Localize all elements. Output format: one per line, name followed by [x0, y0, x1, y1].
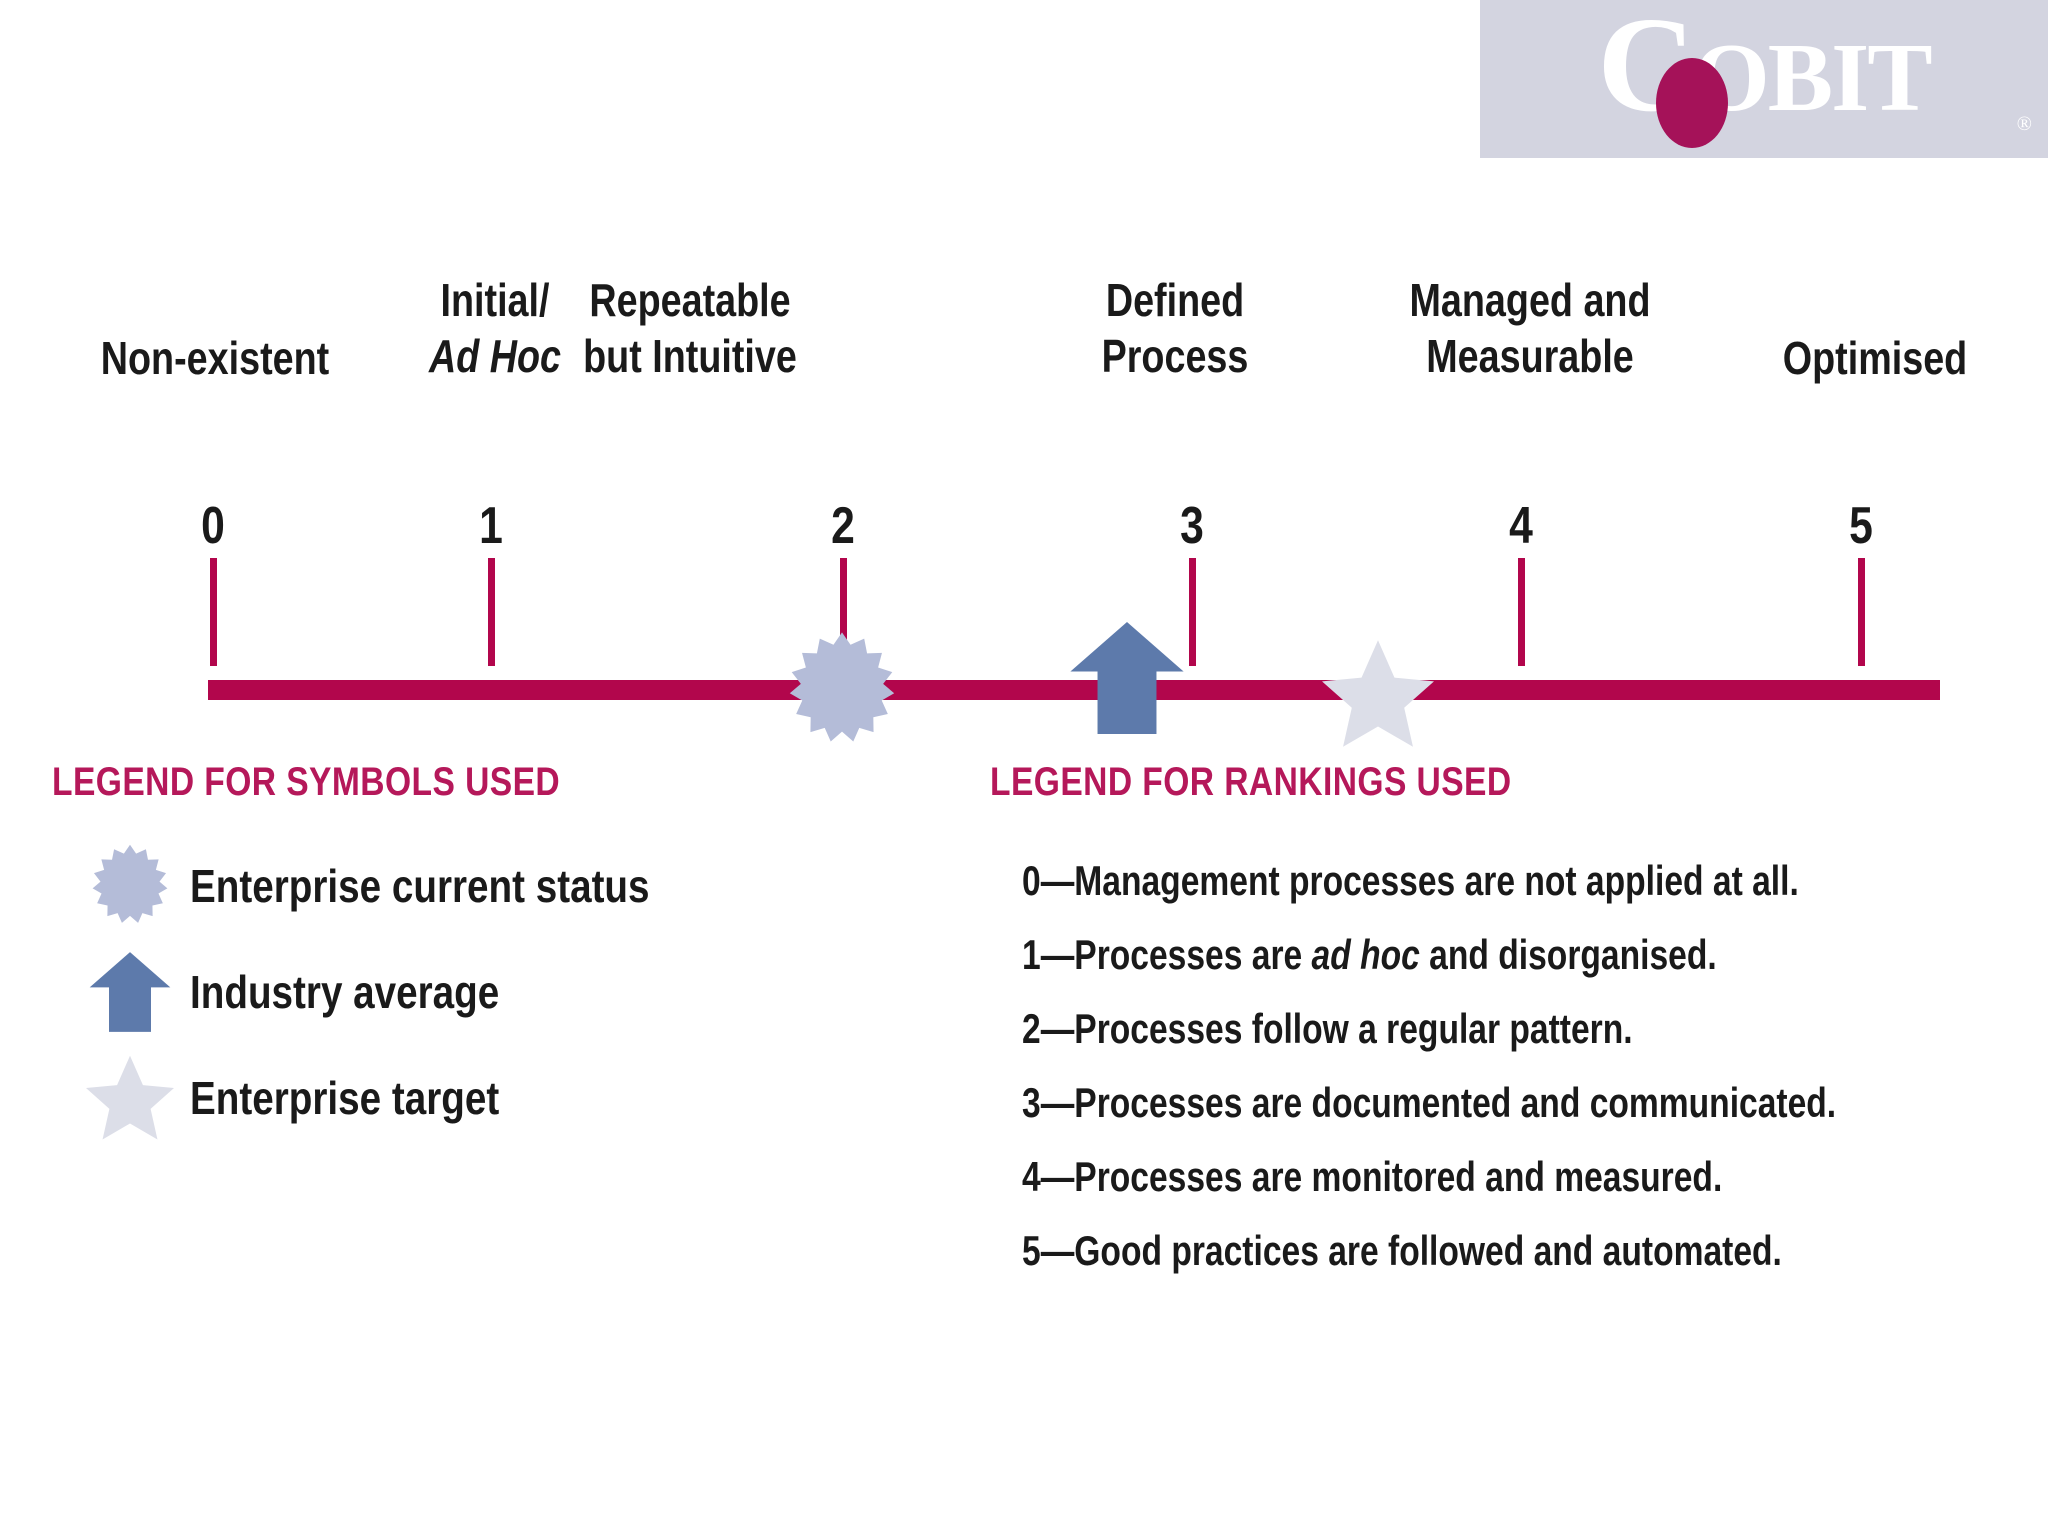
symbols-legend-item-enterprise-target: Enterprise target — [70, 1050, 558, 1146]
tick-mark-1 — [488, 558, 495, 666]
rankings-legend-item-3-dash: — — [1040, 1079, 1075, 1126]
marker-enterprise-current-status[interactable] — [782, 628, 902, 752]
scale-label-5: Optimised — [1715, 330, 2035, 386]
tick-mark-2 — [840, 558, 847, 666]
tick-mark-3 — [1189, 558, 1196, 666]
rankings-legend-item-2: 2—Processes follow a regular pattern. — [1022, 1006, 1633, 1052]
symbols-legend-label-enterprise-target: Enterprise target — [190, 1072, 500, 1124]
rankings-legend-item-3-num: 3 — [1022, 1079, 1041, 1126]
rankings-legend-item-2-num: 2 — [1022, 1005, 1041, 1052]
tick-number-1: 1 — [479, 497, 503, 555]
rankings-legend-item-3-pre: Processes are documented and communicate… — [1074, 1079, 1837, 1126]
rankings-legend-item-3: 3—Processes are documented and communica… — [1022, 1080, 1836, 1126]
scale-label-2-line2: but Intuitive — [583, 330, 797, 382]
rankings-legend-item-0-num: 0 — [1022, 857, 1041, 904]
rankings-legend-item-5-pre: Good practices are followed and automate… — [1074, 1227, 1782, 1274]
rankings-legend-item-4-pre: Processes are monitored and measured. — [1074, 1153, 1723, 1200]
registered-trademark-icon: ® — [2016, 113, 2032, 135]
rankings-legend-item-4-dash: — — [1040, 1153, 1075, 1200]
tick-number-0: 0 — [201, 497, 225, 555]
cobit-logo-oval — [1656, 58, 1728, 148]
cobit-logo-wordmark-suffix: OBIT — [1693, 24, 1933, 132]
marker-enterprise-target[interactable] — [1322, 640, 1434, 748]
symbols-legend-label-industry-average: Industry average — [190, 966, 500, 1018]
symbols-legend-swatch-arrow — [70, 948, 190, 1036]
symbols-legend-heading: LEGEND FOR SYMBOLS USED — [52, 760, 561, 804]
arrow-up-icon — [1070, 622, 1184, 734]
rankings-legend-item-0-pre: Management processes are not applied at … — [1074, 857, 1799, 904]
scale-label-2: Repeatable but Intuitive — [497, 272, 882, 384]
scale-label-3-line2: Process — [1101, 330, 1249, 382]
scale-label-1-line1: Initial/ — [440, 274, 550, 326]
symbols-legend-swatch-starburst — [70, 841, 190, 931]
tick-mark-0 — [210, 558, 217, 666]
symbols-legend-item-industry-average: Industry average — [70, 944, 558, 1040]
cobit-logo: COBIT ® — [1480, 0, 2048, 158]
tick-mark-5 — [1858, 558, 1865, 666]
star-icon — [86, 1055, 174, 1140]
starburst-icon — [92, 844, 168, 923]
tick-mark-4 — [1518, 558, 1525, 666]
tick-number-2: 2 — [831, 497, 855, 555]
scale-label-2-line1: Repeatable — [589, 274, 791, 326]
symbols-legend-label-enterprise-current-status: Enterprise current status — [190, 860, 650, 912]
rankings-legend-item-1-post: and disorganised. — [1419, 931, 1717, 978]
rankings-legend-item-1-num: 1 — [1022, 931, 1041, 978]
maturity-axis-line — [208, 680, 1940, 700]
rankings-legend-item-5-dash: — — [1040, 1227, 1075, 1274]
rankings-legend-item-1-italic: ad hoc — [1311, 931, 1420, 978]
scale-label-3: Defined Process — [1032, 272, 1319, 384]
scale-label-4-line2: Measurable — [1426, 330, 1634, 382]
rankings-legend-item-1-pre: Processes are — [1074, 931, 1312, 978]
scale-label-3-line1: Defined — [1105, 274, 1245, 326]
tick-number-4: 4 — [1509, 497, 1533, 555]
star-icon — [1322, 640, 1434, 747]
rankings-legend-item-2-dash: — — [1040, 1005, 1075, 1052]
rankings-legend-item-4-num: 4 — [1022, 1153, 1041, 1200]
scale-label-4-line1: Managed and — [1409, 274, 1651, 326]
tick-number-5: 5 — [1849, 497, 1873, 555]
symbols-legend-swatch-star — [70, 1055, 190, 1141]
cobit-logo-wordmark: COBIT — [1597, 0, 1933, 140]
scale-label-4: Managed and Measurable — [1333, 272, 1727, 384]
arrow-up-icon — [89, 952, 171, 1032]
rankings-legend-item-1-dash: — — [1040, 931, 1075, 978]
tick-number-3: 3 — [1180, 497, 1204, 555]
rankings-legend-heading: LEGEND FOR RANKINGS USED — [990, 760, 1512, 804]
rankings-legend-item-5: 5—Good practices are followed and automa… — [1022, 1228, 1782, 1274]
scale-label-1: Initial/ Ad Hoc — [335, 272, 655, 384]
scale-label-1-line2: Ad Hoc — [428, 330, 562, 382]
rankings-legend-item-2-pre: Processes follow a regular pattern. — [1074, 1005, 1633, 1052]
rankings-legend-item-0: 0—Management processes are not applied a… — [1022, 858, 1799, 904]
marker-industry-average[interactable] — [1068, 622, 1186, 734]
symbols-legend-item-enterprise-current-status: Enterprise current status — [70, 838, 737, 934]
rankings-legend-item-4: 4—Processes are monitored and measured. — [1022, 1154, 1722, 1200]
scale-label-5-line1: Optimised — [1782, 332, 1968, 384]
scale-label-0: Non-existent — [55, 330, 375, 386]
rankings-legend-item-1: 1—Processes are ad hoc and disorganised. — [1022, 932, 1717, 978]
starburst-icon — [789, 632, 895, 742]
scale-label-0-line1: Non-existent — [100, 332, 330, 384]
rankings-legend-item-0-dash: — — [1040, 857, 1075, 904]
rankings-legend-item-5-num: 5 — [1022, 1227, 1041, 1274]
